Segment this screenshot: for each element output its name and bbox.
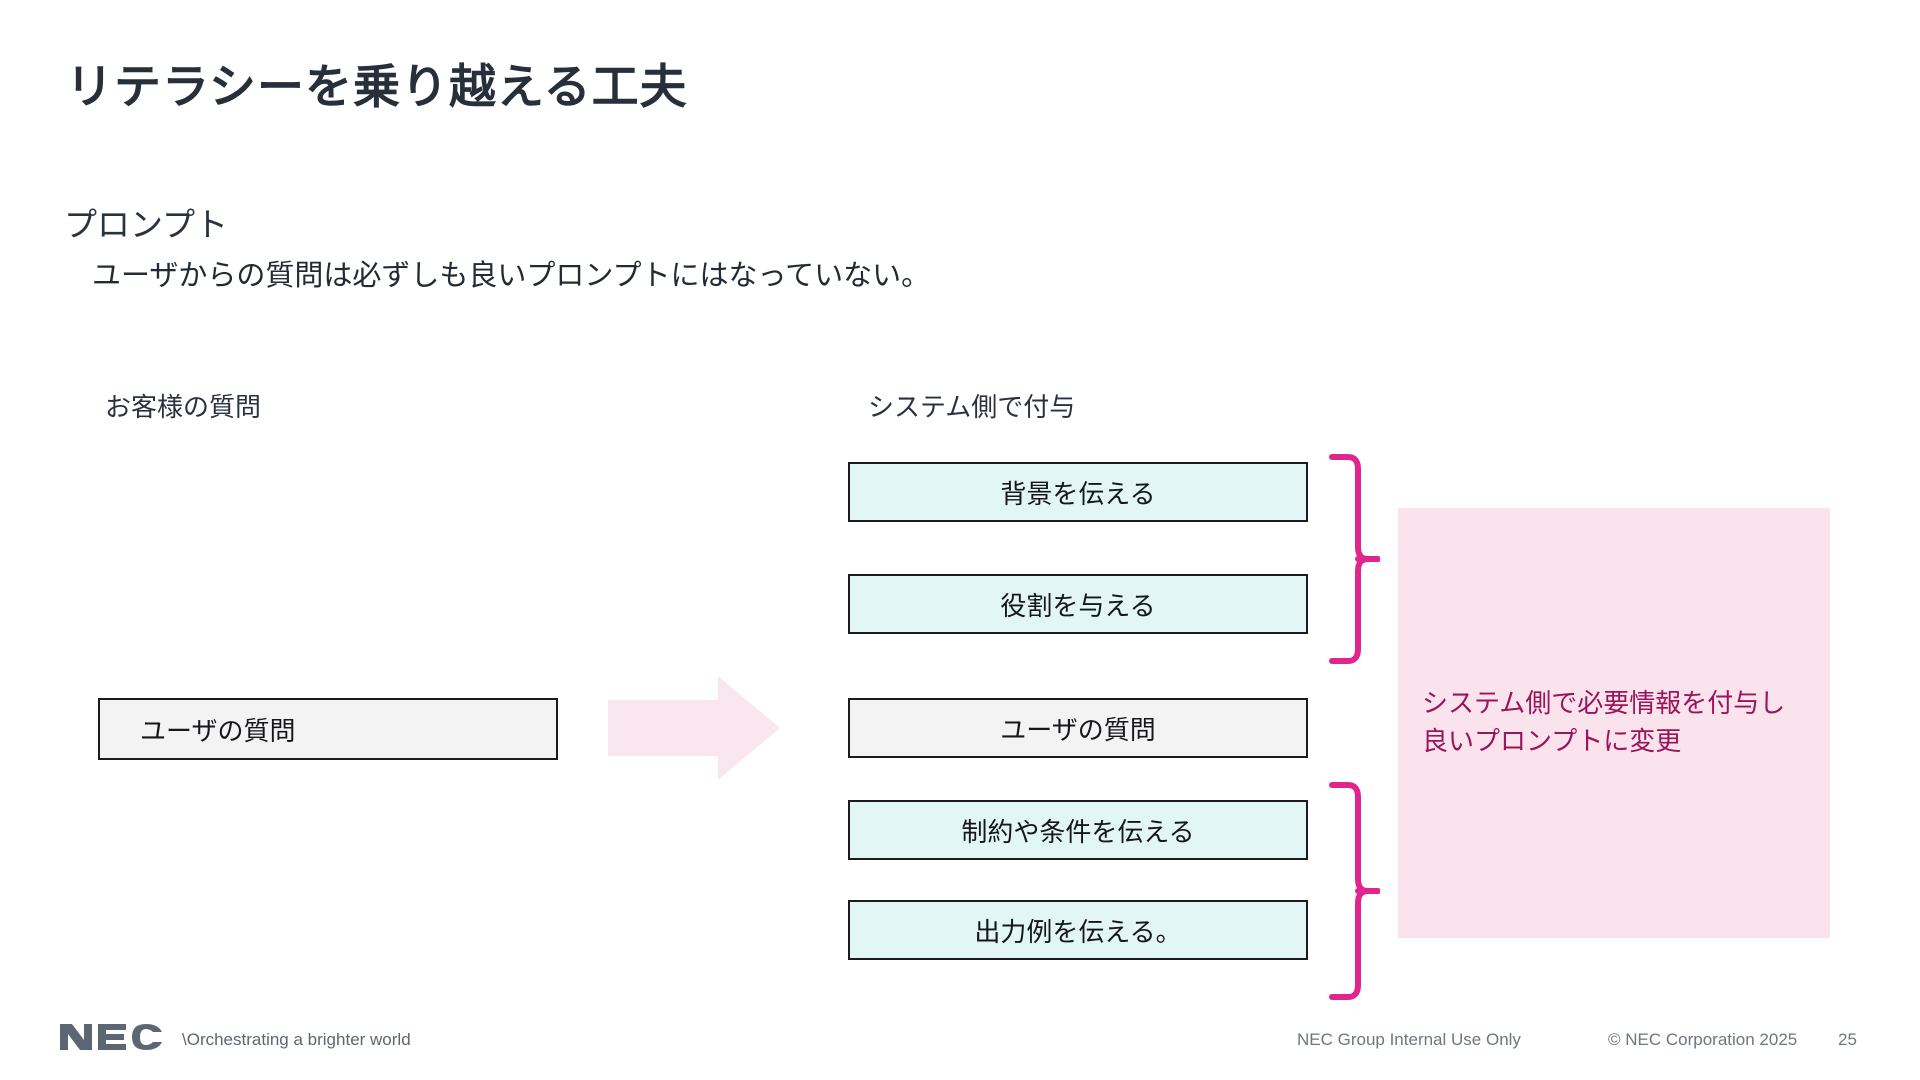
result-box-label: 役割を与える (1000, 590, 1156, 621)
footer-page-number: 25 (1838, 1030, 1857, 1049)
result-box-constraints: 制約や条件を伝える (848, 800, 1308, 860)
result-box-background: 背景を伝える (848, 462, 1308, 522)
brace-top-icon (1329, 454, 1380, 664)
source-box-user-question: ユーザの質問 (98, 698, 558, 760)
result-box-label: 出力例を伝える。 (974, 916, 1182, 947)
result-box-role: 役割を与える (848, 574, 1308, 634)
nec-logo-icon (60, 1024, 162, 1050)
result-box-output-example: 出力例を伝える。 (848, 900, 1308, 960)
footer-divider (0, 1002, 1920, 1003)
column-label-system: システム側で付与 (868, 392, 1076, 422)
section-heading: プロンプト (64, 206, 229, 243)
brace-bottom-icon (1329, 782, 1380, 1000)
result-box-label: 制約や条件を伝える (961, 816, 1195, 847)
footer-copyright: © NEC Corporation 2025 (1608, 1030, 1798, 1049)
section-body-text: ユーザからの質問は必ずしも良いプロンプトにはなっていない。 (92, 260, 931, 292)
highlight-panel (1398, 508, 1830, 938)
nec-tagline: \Orchestrating a brighter world (182, 1030, 411, 1049)
column-label-customer: お客様の質問 (105, 392, 262, 422)
right-arrow-icon (608, 676, 780, 780)
footer-confidentiality: NEC Group Internal Use Only (1297, 1030, 1521, 1049)
result-box-label: 背景を伝える (1000, 478, 1156, 509)
result-box-user-question: ユーザの質問 (848, 698, 1308, 758)
source-box-label: ユーザの質問 (140, 715, 296, 746)
highlight-panel-text: システム側で必要情報を付与し 良いプロンプトに変更 (1422, 688, 1786, 756)
result-box-label: ユーザの質問 (1000, 714, 1156, 745)
slide-title: リテラシーを乗り越える工夫 (66, 60, 688, 113)
